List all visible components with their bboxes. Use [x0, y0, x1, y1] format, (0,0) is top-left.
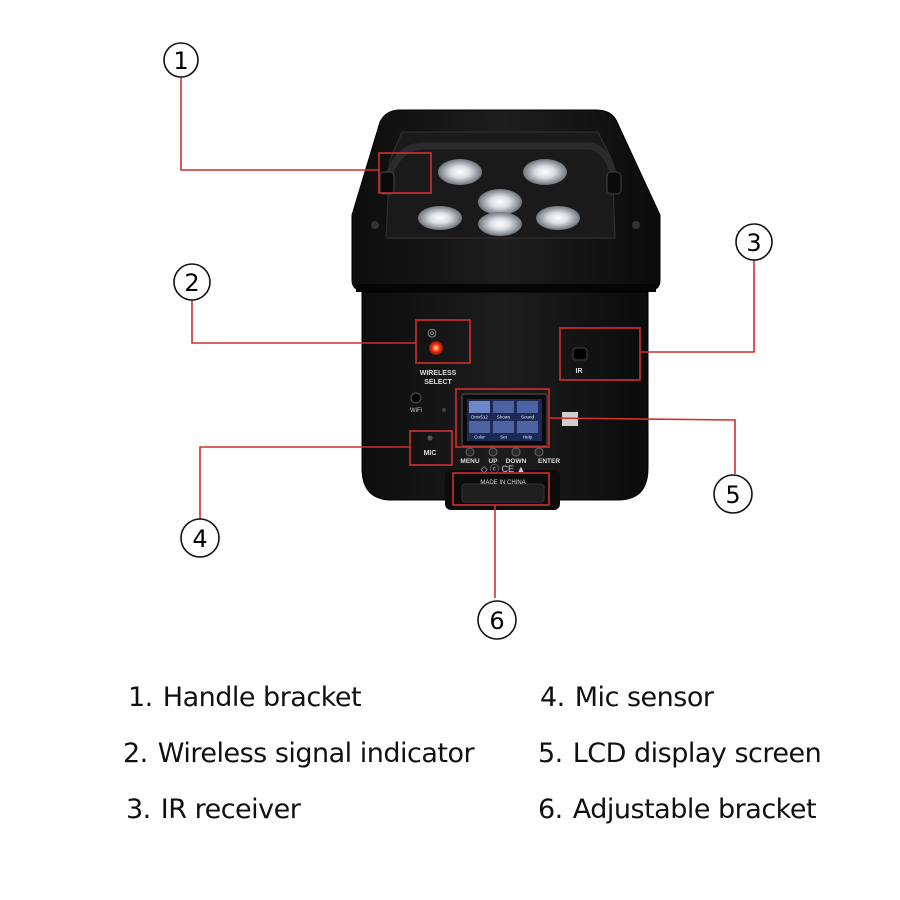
- control-button-label: UP: [488, 458, 498, 465]
- lcd-menu-label: Dmx512: [471, 415, 488, 420]
- callout-box-5: [455, 388, 550, 448]
- callout-line-1: [180, 78, 379, 171]
- handle: [382, 142, 620, 191]
- body-seam: [356, 284, 656, 292]
- cert-marks: ◇ ⓒ CE ▲: [481, 464, 526, 474]
- led-lens: [438, 159, 482, 185]
- callout-number-6: 6: [489, 607, 504, 635]
- mic-label: MIC: [424, 450, 437, 457]
- callout-line-2: [191, 300, 416, 344]
- led-lens: [478, 189, 522, 215]
- legend-item-1: 1. Handle bracket: [128, 682, 362, 713]
- callout-marker-6: 6: [477, 600, 517, 640]
- led-lens: [478, 212, 522, 236]
- wifi-indicator: [410, 392, 422, 404]
- wireless-icon: ◎: [427, 327, 437, 339]
- legend-number: 6.: [538, 794, 563, 825]
- callout-box-1: [378, 152, 432, 194]
- legend-item-3: 3. IR receiver: [126, 794, 301, 825]
- made-in-label: MADE IN CHINA: [480, 480, 525, 486]
- callout-markers: 1 2 3 4 5 6: [163, 42, 773, 640]
- legend-number: 5.: [538, 738, 563, 769]
- screw: [632, 221, 640, 229]
- legend-label: Mic sensor: [574, 682, 714, 713]
- legend-number: 1.: [128, 682, 153, 713]
- lcd-menu-label: Color: [474, 435, 485, 440]
- legend-label: Wireless signal indicator: [157, 738, 475, 769]
- callout-box-6: [452, 472, 550, 506]
- lcd-menu-icon: [469, 421, 490, 433]
- lcd-menu-icon: [469, 401, 490, 413]
- callout-lines: [180, 78, 755, 598]
- callout-number-4: 4: [192, 525, 207, 553]
- bracket-slot: [461, 483, 545, 503]
- lcd-menu-label: Set: [500, 435, 508, 440]
- callout-box-4: [409, 430, 453, 466]
- led-lens: [418, 206, 462, 230]
- ir-label: IR: [576, 368, 583, 375]
- mic-hole: [427, 435, 433, 441]
- control-button-label: MENU: [460, 458, 479, 465]
- callout-box-2: [415, 319, 471, 364]
- callout-number-5: 5: [725, 481, 740, 509]
- legend-item-5: 5. LCD display screen: [538, 738, 822, 769]
- control-button: [465, 447, 475, 457]
- lcd-menu-label: Help: [523, 435, 533, 440]
- screw: [371, 221, 379, 229]
- legend-label: LCD display screen: [572, 738, 822, 769]
- control-button: [488, 447, 498, 457]
- led-lens: [523, 159, 567, 185]
- callout-marker-4: 4: [180, 518, 220, 558]
- legend-number: 2.: [123, 738, 148, 769]
- callout-number-2: 2: [184, 269, 199, 297]
- small-hole: [442, 408, 446, 412]
- control-button-label: ENTER: [538, 458, 560, 465]
- lcd-menu-icon: [517, 401, 538, 413]
- ir-sensor: [572, 347, 588, 361]
- callout-marker-1: 1: [163, 42, 199, 78]
- wifi-label: WiFi: [410, 408, 422, 414]
- legend-item-2: 2. Wireless signal indicator: [123, 738, 475, 769]
- legend-item-6: 6. Adjustable bracket: [538, 794, 817, 825]
- legend-label: IR receiver: [160, 794, 301, 825]
- lcd-menu-icon: [493, 401, 514, 413]
- legend-number: 4.: [540, 682, 565, 713]
- control-button: [534, 447, 544, 457]
- control-button: [511, 447, 521, 457]
- control-buttons: MENU UP DOWN ENTER: [460, 447, 560, 465]
- callout-line-4: [199, 446, 410, 519]
- lcd-menu-icon: [517, 421, 538, 433]
- lcd-menu-label: Shows: [497, 415, 511, 420]
- legend-item-4: 4. Mic sensor: [540, 682, 714, 713]
- lcd-menu-icon: [493, 421, 514, 433]
- callout-line-5: [548, 417, 736, 474]
- callout-line-3: [640, 260, 755, 353]
- light-fixture: ◎ WIRELESS SELECT WiFi IR MIC Dmx512 Show…: [351, 109, 661, 510]
- handle-knob-right: [606, 171, 622, 195]
- handle-knob-left: [379, 171, 395, 195]
- wireless-led: [429, 341, 443, 355]
- legend-label: Adjustable bracket: [572, 794, 817, 825]
- wireless-label-2: SELECT: [424, 379, 452, 386]
- callout-marker-5: 5: [713, 474, 753, 514]
- legend-number: 3.: [126, 794, 151, 825]
- callout-box-3: [559, 327, 641, 381]
- callout-marker-2: 2: [173, 263, 211, 301]
- control-button-label: DOWN: [506, 458, 527, 465]
- callout-number-3: 3: [746, 229, 761, 257]
- callout-marker-3: 3: [735, 223, 773, 261]
- wireless-label-1: WIRELESS: [420, 370, 457, 377]
- callout-number-1: 1: [173, 47, 188, 75]
- led-lens: [536, 206, 580, 230]
- legend-label: Handle bracket: [162, 682, 362, 713]
- lcd-menu-label: Sound: [521, 415, 535, 420]
